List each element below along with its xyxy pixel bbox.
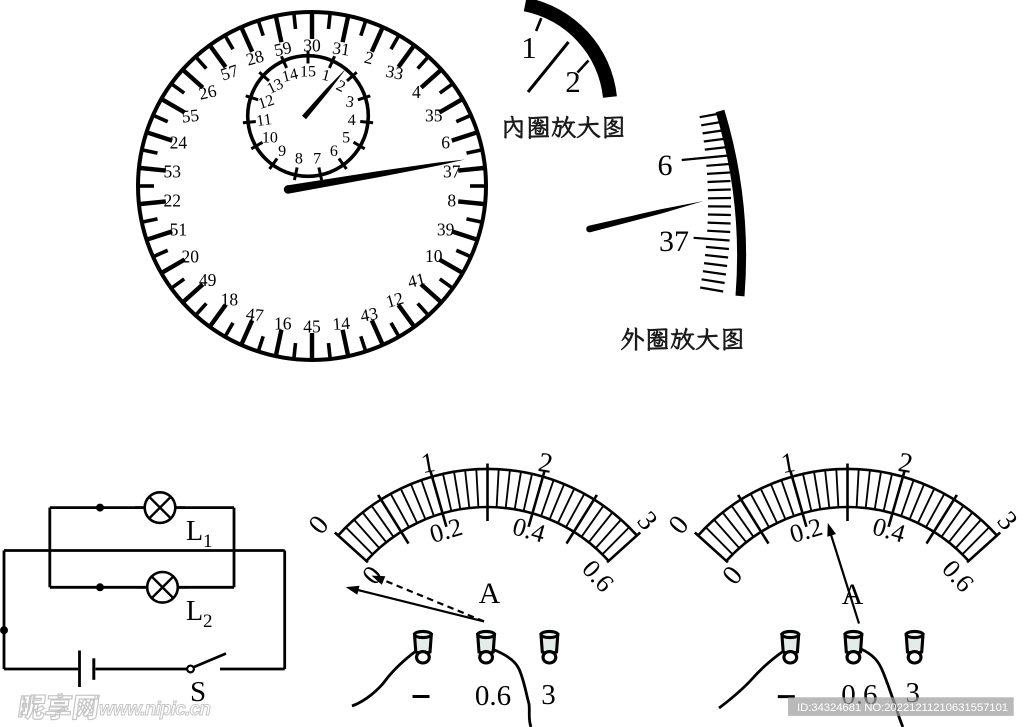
svg-text:3: 3: [344, 93, 355, 111]
svg-text:A: A: [479, 577, 501, 610]
svg-text:S: S: [190, 676, 206, 708]
svg-text:4: 4: [412, 82, 421, 102]
svg-text:14: 14: [280, 66, 300, 86]
svg-text:26: 26: [197, 80, 219, 103]
svg-text:37: 37: [659, 225, 689, 258]
svg-text:47: 47: [245, 304, 265, 326]
svg-text:35: 35: [425, 106, 443, 126]
svg-text:18: 18: [221, 290, 239, 310]
svg-text:12: 12: [256, 92, 276, 113]
svg-text:1: 1: [320, 67, 332, 85]
svg-text:15: 15: [300, 64, 316, 81]
svg-text:6: 6: [658, 149, 673, 182]
svg-text:11: 11: [255, 111, 273, 130]
svg-text:2: 2: [565, 64, 581, 99]
svg-text:51: 51: [170, 219, 188, 239]
svg-text:8: 8: [295, 151, 303, 168]
svg-text:31: 31: [331, 37, 351, 59]
svg-text:39: 39: [437, 219, 455, 239]
svg-text:22: 22: [164, 191, 182, 211]
svg-text:28: 28: [244, 46, 267, 70]
svg-text:13: 13: [264, 75, 286, 97]
svg-text:57: 57: [218, 60, 241, 85]
svg-text:59: 59: [272, 37, 294, 60]
svg-text:1: 1: [203, 531, 213, 552]
svg-text:L: L: [186, 596, 203, 627]
svg-text:L: L: [186, 516, 203, 547]
svg-text:5: 5: [342, 130, 350, 147]
svg-text:14: 14: [332, 313, 351, 334]
svg-text:16: 16: [274, 313, 292, 333]
svg-text:9: 9: [278, 143, 286, 160]
svg-text:33: 33: [384, 61, 406, 84]
svg-text:24: 24: [170, 133, 188, 153]
svg-text:45: 45: [303, 317, 321, 337]
svg-text:20: 20: [182, 246, 200, 266]
svg-text:53: 53: [164, 161, 182, 181]
svg-text:43: 43: [359, 303, 380, 326]
svg-text:37: 37: [443, 161, 461, 181]
svg-text:4: 4: [348, 112, 356, 129]
svg-text:1: 1: [521, 30, 537, 65]
svg-text:2: 2: [203, 611, 213, 632]
svg-text:10: 10: [262, 130, 278, 147]
svg-text:www.nipic.cn: www.nipic.cn: [99, 699, 210, 720]
svg-text:ID:34324681 NO:202212112106315: ID:34324681 NO:20221211210631557101: [797, 702, 1008, 714]
svg-text:0.6: 0.6: [475, 680, 511, 712]
svg-text:3: 3: [541, 679, 556, 711]
svg-text:6: 6: [441, 133, 450, 153]
svg-text:55: 55: [181, 105, 201, 127]
svg-text:12: 12: [383, 288, 405, 312]
svg-text:49: 49: [199, 270, 217, 290]
svg-text:8: 8: [447, 191, 456, 211]
svg-text:7: 7: [313, 151, 321, 168]
svg-text:6: 6: [330, 143, 338, 160]
svg-text:41: 41: [405, 268, 427, 292]
svg-text:30: 30: [303, 36, 321, 56]
svg-text:10: 10: [425, 246, 443, 266]
